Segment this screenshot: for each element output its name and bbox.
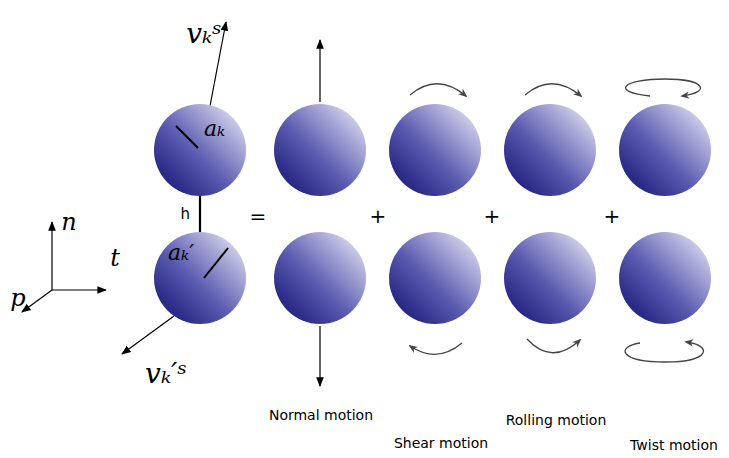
velocity-label: vₖ′ˢ <box>145 360 187 388</box>
axis-label: n <box>61 210 76 234</box>
spheres <box>274 104 711 324</box>
sphere-body <box>154 104 246 196</box>
axis-label: p <box>10 286 25 310</box>
sphere-body <box>154 232 246 324</box>
rotation-arrows <box>410 79 703 362</box>
motion-caption: Rolling motion <box>506 413 607 427</box>
radius-line <box>204 248 228 278</box>
sphere-node: aₖ′ <box>154 232 246 324</box>
motion-caption: Twist motion <box>630 438 718 452</box>
axes <box>22 222 106 312</box>
motion-caption: Normal motion <box>269 408 373 422</box>
plus-sign: + <box>484 206 501 226</box>
plus-sign: + <box>604 206 621 226</box>
radius-line <box>176 126 198 148</box>
axis-label: t <box>110 246 120 270</box>
normal-arrows <box>319 40 320 386</box>
sphere <box>154 104 246 196</box>
gap-label: h <box>180 207 190 222</box>
motion-caption: Shear motion <box>394 436 488 450</box>
equals-sign: = <box>250 206 267 226</box>
radius-label: aₖ′ <box>168 242 194 264</box>
gap-line <box>199 196 201 232</box>
velocity-label: vₖˢ <box>186 20 221 48</box>
radius-label: aₖ <box>204 118 225 140</box>
plus-sign: + <box>370 206 387 226</box>
sphere-node: aₖ <box>154 104 246 196</box>
sphere <box>154 232 246 324</box>
